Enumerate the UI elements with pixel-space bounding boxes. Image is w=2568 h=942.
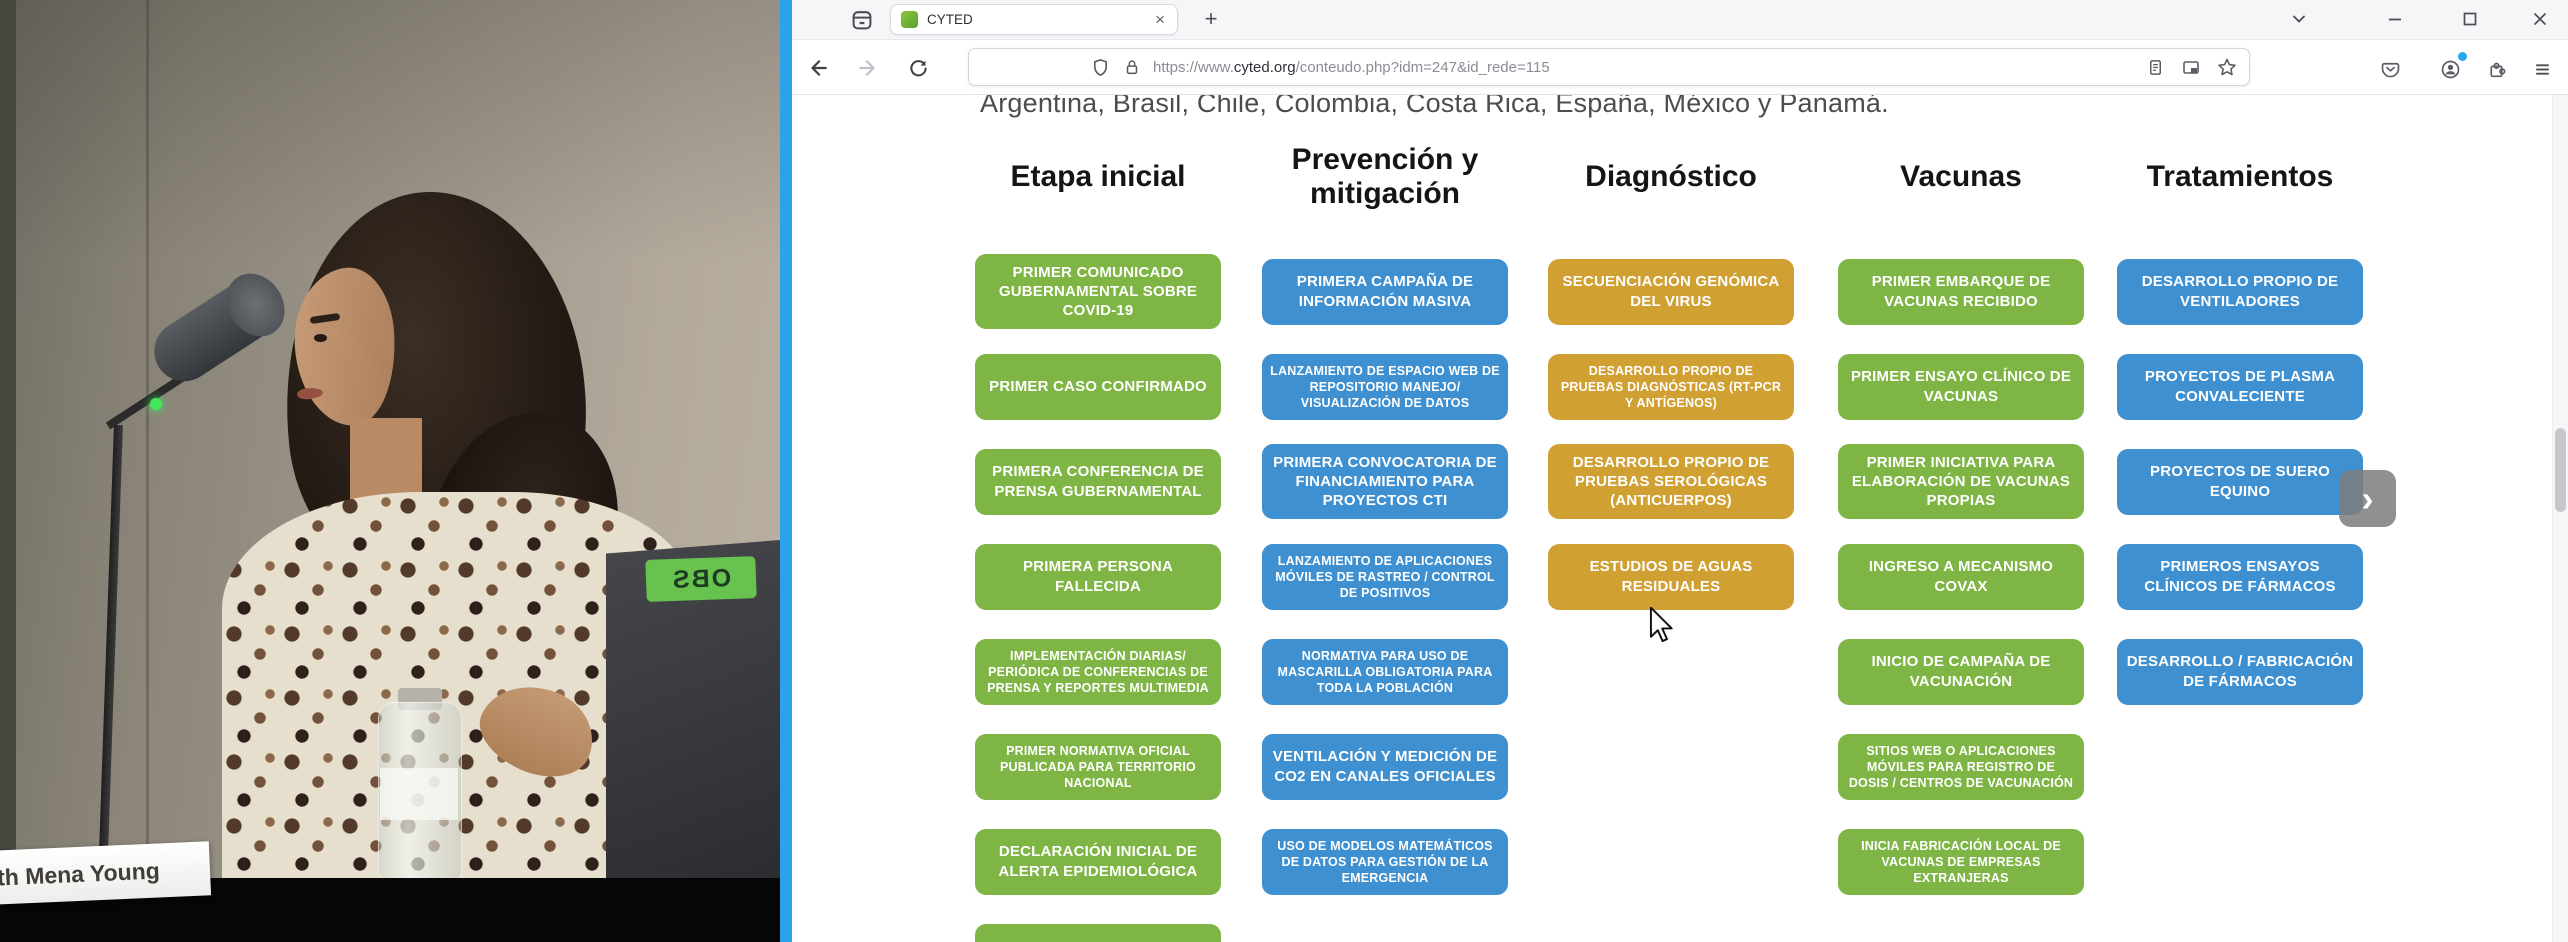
navigation-bar: https://www.cyted.org/conteudo.php?idm=2…	[792, 40, 2568, 95]
bookmark-star-icon[interactable]	[2217, 57, 2237, 77]
milestone-box: NORMATIVA PARA USO DE MASCARILLA OBLIGAT…	[1262, 638, 1508, 705]
carousel-next-button[interactable]: ›	[2339, 470, 2396, 527]
milestone-box: PRIMER NORMATIVA OFICIAL PUBLICADA PARA …	[975, 733, 1221, 800]
milestone-box: PROYECTOS DE PLASMA CONVALECIENTE	[2117, 353, 2363, 420]
name-placard-text: oth Mena Young	[0, 856, 161, 891]
speaker-eye	[314, 334, 327, 342]
tab-close-icon[interactable]: ×	[1155, 10, 1165, 29]
tracking-shield-icon[interactable]	[1091, 58, 1110, 77]
minimize-button[interactable]	[2378, 6, 2412, 32]
screenshare-border	[780, 0, 792, 942]
page-intro-text: Argentina, Brasil, Chile, Colombia, Cost…	[980, 95, 1889, 118]
milestone-box: PRIMER ENSAYO CLÍNICO DE VACUNAS	[1838, 353, 2084, 420]
browser-tab[interactable]: CYTED ×	[890, 4, 1178, 35]
list-tabs-icon[interactable]	[2282, 6, 2316, 32]
milestone-box: PRIMERA PERSONA FALLECIDA	[975, 543, 1221, 610]
milestone-box: SITIOS WEB O APLICACIONES MÓVILES PARA R…	[1838, 733, 2084, 800]
new-tab-button[interactable]: +	[1204, 6, 1218, 31]
account-notification-dot	[2458, 52, 2467, 61]
reader-mode-icon[interactable]	[2146, 58, 2165, 77]
window-close-button[interactable]	[2523, 6, 2557, 32]
milestone-box: PROYECTOS DE SUERO EQUINO	[2117, 448, 2363, 515]
forward-button[interactable]	[854, 54, 882, 82]
url-text: https://www.cyted.org/conteudo.php?idm=2…	[1153, 59, 1550, 76]
milestone-box: DESARROLLO PROPIO DE PRUEBAS DIAGNÓSTICA…	[1548, 353, 1794, 420]
url-path: /conteudo.php?idm=247&id_rede=115	[1295, 58, 1550, 76]
column-header: Vacunas	[1900, 160, 2022, 194]
maximize-button[interactable]	[2453, 6, 2487, 32]
column-header: Tratamientos	[2146, 160, 2334, 194]
milestone-box: PRIMERA CONFERENCIA DE PRENSA GUBERNAMEN…	[975, 448, 1221, 515]
milestone-box: LANZAMIENTO DE ESPACIO WEB DE REPOSITORI…	[1262, 353, 1508, 420]
address-bar[interactable]: https://www.cyted.org/conteudo.php?idm=2…	[968, 48, 2250, 86]
milestone-box: PRIMER INICIATIVA PARA ELABORACIÓN DE VA…	[1838, 443, 2084, 520]
speaker-video: OBS oth Mena Young	[0, 0, 780, 942]
picture-in-picture-icon[interactable]	[2181, 57, 2201, 77]
milestone-box: DECLARACIÓN INICIAL DE ALERTA EPIDEMIOLÓ…	[975, 828, 1221, 895]
milestone-box: DESARROLLO / FABRICACIÓN DE FÁRMACOS	[2117, 638, 2363, 705]
menu-hamburger-icon[interactable]	[2528, 55, 2556, 83]
milestone-box: SECUENCIACIÓN GENÓMICA DEL VIRUS	[1548, 258, 1794, 325]
reload-button[interactable]	[904, 54, 932, 82]
green-led-light	[150, 398, 162, 410]
scrollbar-thumb[interactable]	[2555, 428, 2566, 512]
browser-window: CYTED × +	[792, 0, 2568, 942]
extensions-puzzle-icon[interactable]	[2482, 55, 2510, 83]
page-scrollbar	[2552, 95, 2568, 942]
milestone-box: PRIMERA CAMPAÑA DE INFORMACIÓN MASIVA	[1262, 258, 1508, 325]
back-button[interactable]	[804, 54, 832, 82]
milestone-box: VENTILACIÓN Y MEDICIÓN DE CO2 EN CANALES…	[1262, 733, 1508, 800]
url-domain: cyted.org	[1233, 58, 1296, 76]
milestone-box: PRIMERA CONVOCATORIA DE FINANCIAMIENTO P…	[1262, 443, 1508, 520]
milestone-box: INICIO DE CAMPAÑA DE VACUNACIÓN	[1838, 638, 2084, 705]
water-bottle-label	[380, 768, 458, 820]
milestone-box: PRIMER COMUNICADO GUBERNAMENTAL SOBRE CO…	[975, 253, 1221, 330]
milestone-box: AUMENTO DE NIVEL DE	[975, 923, 1221, 942]
tab-title: CYTED	[927, 12, 973, 27]
account-icon[interactable]	[2436, 52, 2467, 83]
wall-left-edge	[0, 0, 16, 878]
url-prefix: https://www.	[1153, 58, 1234, 76]
milestone-box: PRIMER EMBARQUE DE VACUNAS RECIBIDO	[1838, 258, 2084, 325]
milestone-box: INGRESO A MECANISMO COVAX	[1838, 543, 2084, 610]
milestone-box: PRIMEROS ENSAYOS CLÍNICOS DE FÁRMACOS	[2117, 543, 2363, 610]
mouse-cursor	[1648, 607, 1676, 643]
name-placard: oth Mena Young	[0, 841, 212, 905]
milestone-box: USO DE MODELOS MATEMÁTICOS DE DATOS PARA…	[1262, 828, 1508, 895]
milestone-box: DESARROLLO PROPIO DE VENTILADORES	[2117, 258, 2363, 325]
lock-icon[interactable]	[1123, 58, 1141, 76]
milestone-box: ESTUDIOS DE AGUAS RESIDUALES	[1548, 543, 1794, 610]
obs-sticker: OBS	[645, 556, 757, 602]
tab-bar: CYTED × +	[792, 0, 2568, 40]
firefox-view-icon[interactable]	[850, 8, 874, 32]
wall-corner-line	[146, 0, 149, 878]
column-header: Etapa inicial	[1010, 160, 1186, 194]
milestone-box: PRIMER CASO CONFIRMADO	[975, 353, 1221, 420]
milestone-box: DESARROLLO PROPIO DE PRUEBAS SEROLÓGICAS…	[1548, 443, 1794, 520]
milestone-box: IMPLEMENTACIÓN DIARIAS/ PERIÓDICA DE CON…	[975, 638, 1221, 705]
laptop: OBS	[606, 540, 780, 878]
column-header: Diagnóstico	[1585, 160, 1757, 194]
milestone-box: LANZAMIENTO DE APLICACIONES MÓVILES DE R…	[1262, 543, 1508, 610]
page-content: Argentina, Brasil, Chile, Colombia, Cost…	[792, 95, 2568, 942]
column-header: Prevención y mitigación	[1291, 143, 1479, 210]
milestone-box: INICIA FABRICACIÓN LOCAL DE VACUNAS DE E…	[1838, 828, 2084, 895]
pocket-icon[interactable]	[2376, 55, 2404, 83]
tab-favicon	[901, 11, 918, 28]
